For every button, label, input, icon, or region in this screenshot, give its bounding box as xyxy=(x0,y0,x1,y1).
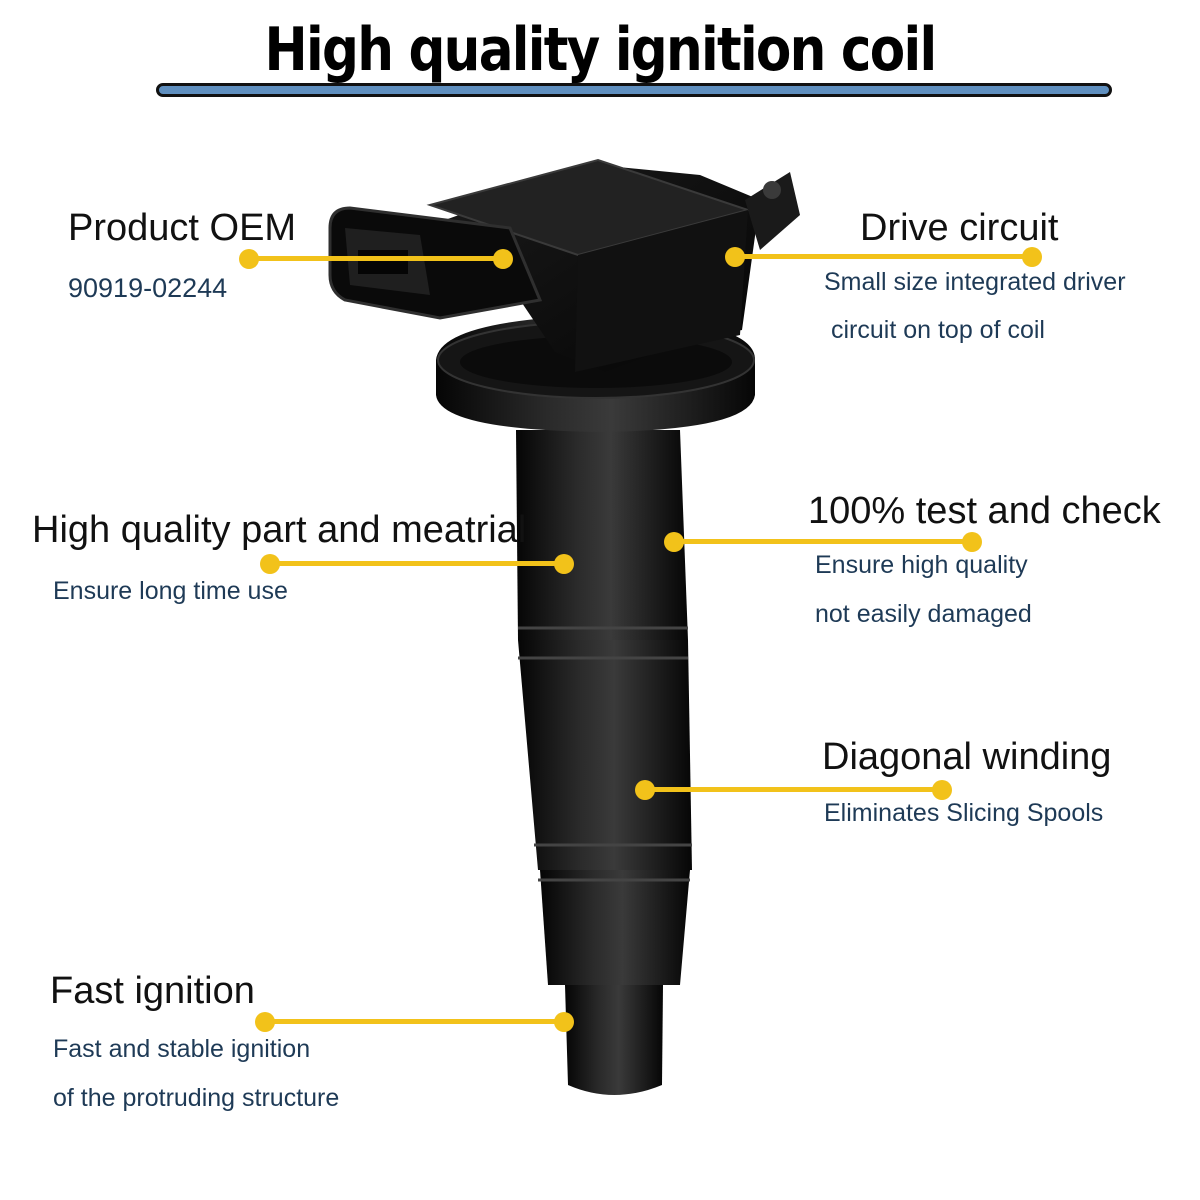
callout-line-product-oem xyxy=(249,256,503,261)
feature-detail-product-oem: 90919-02244 xyxy=(68,273,228,303)
callout-dot-diagonal-winding xyxy=(635,780,655,800)
feature-title-product-oem: Product OEM xyxy=(68,207,297,249)
callout-dot-drive-circuit xyxy=(725,247,745,267)
feature-detail-drive-circuit-1: Small size integrated driver xyxy=(824,268,1126,296)
callout-line-test-check xyxy=(674,539,972,544)
callout-dot-drive-circuit-end xyxy=(1022,247,1042,267)
feature-title-drive-circuit: Drive circuit xyxy=(860,207,1059,249)
title-underline-bar xyxy=(156,83,1112,97)
callout-dot-test-check xyxy=(664,532,684,552)
feature-detail-diagonal-winding: Eliminates Slicing Spools xyxy=(824,799,1104,827)
feature-title-high-quality: High quality part and meatrial xyxy=(32,509,527,551)
feature-detail-drive-circuit-2: circuit on top of coil xyxy=(831,316,1045,344)
callout-dot-product-oem-end xyxy=(493,249,513,269)
feature-title-diagonal-winding: Diagonal winding xyxy=(822,736,1112,778)
callout-dot-test-check-end xyxy=(962,532,982,552)
feature-title-fast-ignition: Fast ignition xyxy=(50,970,255,1012)
callout-line-diagonal-winding xyxy=(645,787,942,792)
feature-detail-fast-ignition-2: of the protruding structure xyxy=(53,1084,340,1112)
feature-title-test-check: 100% test and check xyxy=(808,490,1161,532)
callout-line-high-quality xyxy=(270,561,564,566)
feature-detail-fast-ignition-1: Fast and stable ignition xyxy=(53,1035,311,1063)
feature-detail-high-quality: Ensure long time use xyxy=(53,577,288,605)
feature-detail-test-check-1: Ensure high quality xyxy=(815,551,1028,579)
feature-detail-test-check-2: not easily damaged xyxy=(815,600,1032,628)
callout-dot-product-oem xyxy=(239,249,259,269)
callout-line-fast-ignition xyxy=(265,1019,564,1024)
callout-dot-fast-ignition-end xyxy=(554,1012,574,1032)
callout-dot-diagonal-winding-end xyxy=(932,780,952,800)
callout-line-drive-circuit xyxy=(735,254,1032,259)
callout-dot-high-quality-end xyxy=(554,554,574,574)
callout-dot-fast-ignition xyxy=(255,1012,275,1032)
callout-dot-high-quality xyxy=(260,554,280,574)
page-title: High quality ignition coil xyxy=(264,15,938,85)
